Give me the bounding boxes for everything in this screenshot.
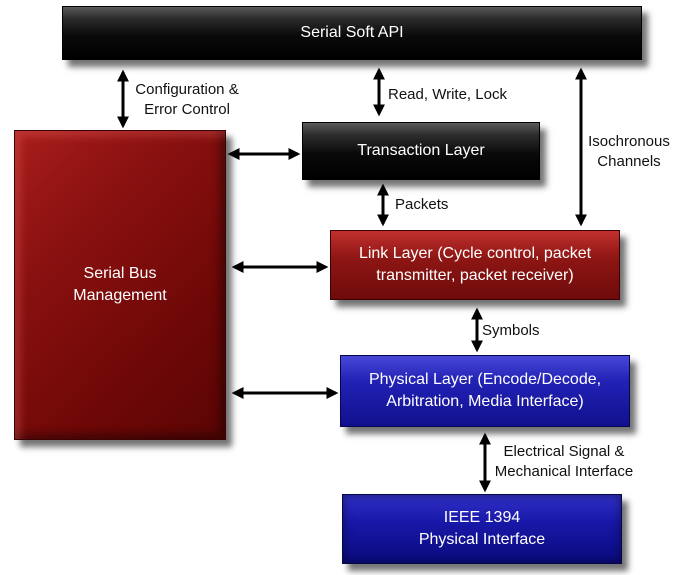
serial-bus-management-box: Serial Bus Management: [14, 130, 226, 440]
ieee-1394-box: IEEE 1394 Physical Interface: [342, 494, 622, 564]
ieee-1394-label-line2: Physical Interface: [418, 531, 546, 548]
serial-bus-management-label-line1: Serial Bus: [83, 265, 157, 283]
physical-layer-label-line2: Arbitration, Media Interface): [386, 393, 584, 410]
isochronous-channels-label: Isochronous Channels: [588, 133, 670, 170]
serial-soft-api-label: Serial Soft API: [300, 24, 404, 42]
transaction-layer-label: Transaction Layer: [357, 142, 485, 160]
physical-layer-label-line1: Physical Layer (Encode/Decode,: [368, 371, 602, 389]
transaction-layer-box: Transaction Layer: [302, 122, 540, 180]
physical-layer-box: Physical Layer (Encode/Decode, Arbitrati…: [340, 355, 630, 427]
symbols-label: Symbols: [482, 322, 540, 339]
serial-bus-management-label-line2: Management: [73, 287, 167, 304]
link-layer-box: Link Layer (Cycle control, packet transm…: [330, 230, 620, 300]
serial-soft-api-box: Serial Soft API: [62, 6, 642, 60]
link-layer-label-line2: transmitter, packet receiver): [376, 267, 574, 284]
read-write-lock-label: Read, Write, Lock: [388, 86, 507, 103]
packets-label: Packets: [395, 196, 449, 213]
config-error-label: Configuration & Error Control: [135, 81, 239, 118]
link-layer-label-line1: Link Layer (Cycle control, packet: [358, 245, 592, 263]
ieee-1394-label-line1: IEEE 1394: [443, 509, 521, 527]
electrical-mechanical-label: Electrical Signal & Mechanical Interface: [494, 443, 634, 480]
